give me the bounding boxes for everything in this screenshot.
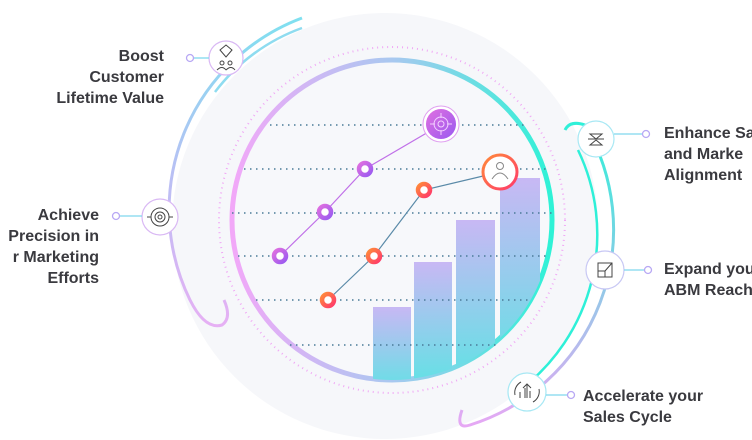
- purple-point: [316, 203, 334, 221]
- connectors: [111, 53, 653, 400]
- target-icon: [422, 105, 460, 143]
- orange-point: [365, 247, 383, 265]
- benefit-line: Efforts: [47, 270, 99, 287]
- benefit-line: Customer: [89, 69, 164, 86]
- orange-point: [415, 181, 433, 199]
- grid-lines: [232, 124, 553, 346]
- benefit-line: Precision in: [8, 228, 99, 245]
- benefit-boost-customer-lifetime-value: Boost Customer Lifetime Value: [56, 46, 164, 109]
- benefit-line: Lifetime Value: [56, 90, 164, 107]
- benefit-expand-abm-reach: Expand you ABM Reach: [664, 259, 752, 301]
- dotted-ring: [218, 46, 566, 394]
- benefit-line: Sales Cycle: [583, 409, 672, 426]
- benefit-line: ABM Reach: [664, 282, 752, 299]
- benefit-icon-circles: [141, 40, 625, 412]
- orange-point: [319, 291, 337, 309]
- benefit-icon-glyphs: [147, 44, 613, 403]
- benefit-line: r Marketing: [12, 249, 99, 266]
- purple-point: [271, 247, 289, 265]
- benefit-enhance-alignment: Enhance Sa and Marke Alignment: [664, 123, 752, 186]
- benefit-line: Accelerate your: [583, 388, 704, 405]
- purple-point: [356, 160, 374, 178]
- user-icon: [481, 153, 519, 191]
- benefit-line: Boost: [118, 48, 164, 65]
- blue-line: [327, 171, 501, 301]
- bar-2: [414, 262, 452, 380]
- target-eye-icon: [141, 198, 179, 236]
- benefit-line: Alignment: [664, 167, 743, 184]
- purple-line: [279, 123, 443, 257]
- benefit-line: Enhance Sa: [664, 125, 752, 142]
- benefit-line: Expand you: [664, 261, 752, 278]
- expand-square-icon: [585, 250, 625, 290]
- benefit-accelerate-sales-cycle: Accelerate your Sales Cycle: [583, 386, 703, 428]
- bar-chart: [373, 178, 540, 380]
- benefit-line: Achieve: [37, 207, 99, 224]
- line-points: [271, 160, 433, 309]
- benefit-achieve-precision: Achieve Precision in r Marketing Efforts: [8, 205, 99, 289]
- left-inner-arc: [214, 26, 303, 93]
- bar-1: [373, 307, 411, 380]
- benefit-line: and Marke: [664, 146, 744, 163]
